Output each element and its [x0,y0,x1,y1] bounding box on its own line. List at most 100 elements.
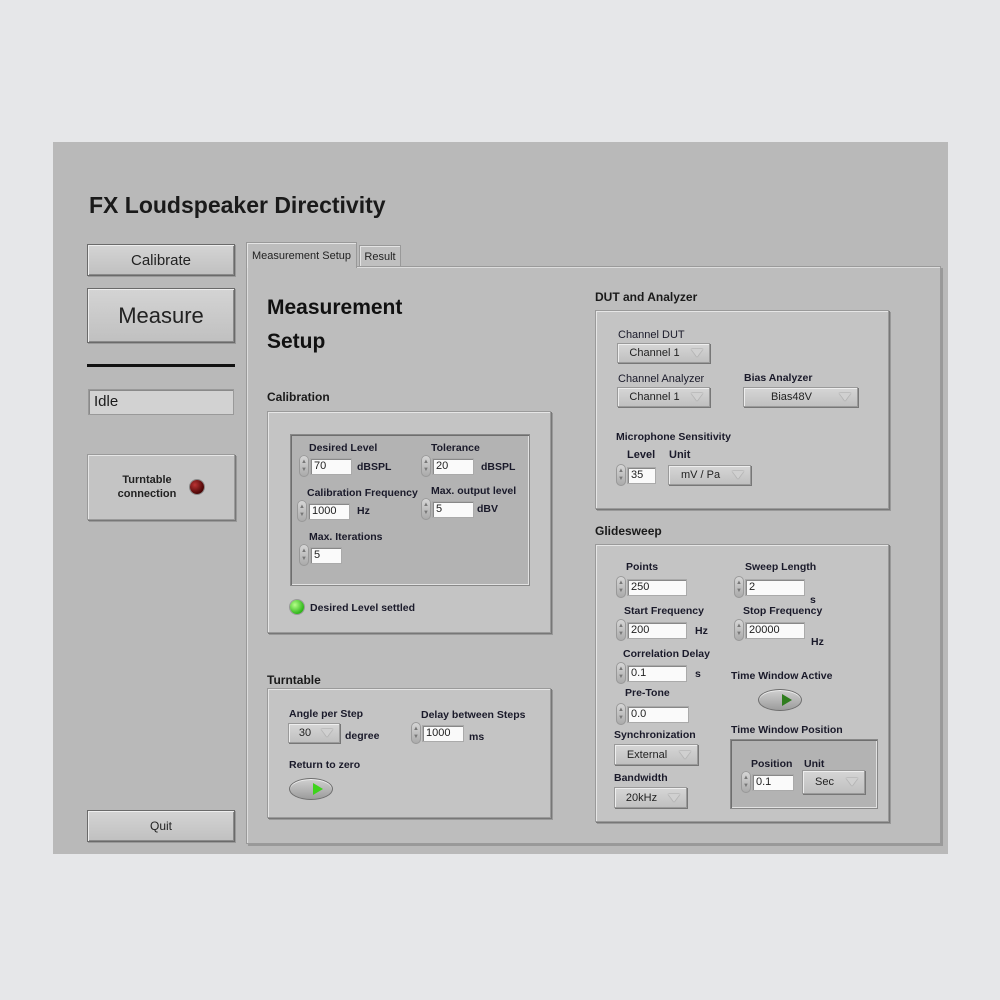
max-output-level-input[interactable] [432,500,474,518]
mic-level-stepper[interactable]: ▲▼ [616,464,656,486]
play-arrow-icon [313,783,323,795]
stepper-arrows-icon[interactable]: ▲▼ [421,498,431,520]
stepper-arrows-icon[interactable]: ▲▼ [741,771,751,793]
channel-dut-value: Channel 1 [629,347,680,359]
position-label: Position [751,758,793,770]
mic-level-input[interactable] [627,466,656,484]
dut-analyzer-section-title: DUT and Analyzer [595,290,698,304]
points-input[interactable] [627,578,687,596]
channel-analyzer-label: Channel Analyzer [618,373,705,385]
quit-label: Quit [149,819,172,833]
turntable-section-title: Turntable [267,673,321,687]
quit-button[interactable]: Quit [87,810,235,842]
points-label: Points [626,561,659,573]
bias-analyzer-dropdown[interactable]: Bias48V [743,387,858,407]
tab-measurement-setup[interactable]: Measurement Setup [246,242,357,268]
bandwidth-dropdown[interactable]: 20kHz [614,787,687,808]
bandwidth-label: Bandwidth [614,772,668,784]
stepper-arrows-icon[interactable]: ▲▼ [734,576,744,598]
chevron-down-icon [668,793,680,802]
measure-button[interactable]: Measure [87,288,235,343]
stop-frequency-input[interactable] [745,621,805,639]
synchronization-dropdown[interactable]: External [614,744,698,765]
position-unit-value: Sec [815,776,834,788]
stop-frequency-unit: Hz [811,636,824,648]
tab-result[interactable]: Result [359,245,401,267]
position-unit-dropdown[interactable]: Sec [802,770,865,794]
stepper-arrows-icon[interactable]: ▲▼ [734,619,744,641]
angle-per-step-value: 30 [298,727,312,739]
calibrate-button[interactable]: Calibrate [87,244,235,276]
sweep-length-unit: s [810,594,816,606]
play-arrow-icon [782,694,792,706]
desired-level-input[interactable] [310,457,352,475]
chevron-down-icon [691,349,703,357]
turntable-connection-led [190,480,205,494]
sweep-length-stepper[interactable]: ▲▼ [734,576,805,598]
position-stepper[interactable]: ▲▼ [741,771,794,793]
stepper-arrows-icon[interactable]: ▲▼ [616,703,626,725]
calibration-section-title: Calibration [267,390,330,404]
tolerance-stepper[interactable]: ▲▼ [421,455,474,477]
tolerance-input[interactable] [432,457,474,475]
calibration-frequency-unit: Hz [357,505,370,517]
synchronization-label: Synchronization [614,729,696,741]
channel-analyzer-value: Channel 1 [629,391,680,403]
time-window-active-toggle[interactable] [758,689,802,711]
position-input[interactable] [752,773,794,791]
correlation-delay-unit: s [695,668,701,680]
stepper-arrows-icon[interactable]: ▲▼ [616,464,626,486]
stepper-arrows-icon[interactable]: ▲▼ [421,455,431,477]
correlation-delay-input[interactable] [627,664,687,682]
points-stepper[interactable]: ▲▼ [616,576,687,598]
measure-label: Measure [118,302,204,328]
max-iterations-label: Max. Iterations [309,531,383,543]
channel-analyzer-dropdown[interactable]: Channel 1 [617,387,710,407]
stepper-arrows-icon[interactable]: ▲▼ [297,500,307,522]
tab-label: Measurement Setup [251,249,352,262]
desired-level-settled-label: Desired Level settled [310,602,416,614]
level-label: Level [627,449,656,461]
calibration-frequency-stepper[interactable]: ▲▼ [297,500,350,522]
time-window-active-label: Time Window Active [731,670,833,682]
max-output-level-unit: dBV [477,503,498,515]
max-iterations-input[interactable] [310,546,342,564]
time-window-position-box: Position Unit ▲▼ Sec [730,739,878,809]
angle-per-step-dropdown[interactable]: 30 [288,723,340,743]
stop-frequency-stepper[interactable]: ▲▼ [734,619,805,641]
mic-unit-value: mV / Pa [680,469,721,481]
desired-level-stepper[interactable]: ▲▼ [299,455,352,477]
turntable-panel: Angle per Step 30 degree Delay between S… [267,688,551,818]
delay-between-steps-input[interactable] [422,724,464,742]
pre-tone-label: Pre-Tone [625,687,670,699]
stepper-arrows-icon[interactable]: ▲▼ [411,722,421,744]
chevron-down-icon [679,750,691,759]
calibration-frequency-input[interactable] [308,502,350,520]
stepper-arrows-icon[interactable]: ▲▼ [299,544,309,566]
stepper-arrows-icon[interactable]: ▲▼ [299,455,309,477]
start-frequency-input[interactable] [627,621,687,639]
delay-between-steps-stepper[interactable]: ▲▼ [411,722,464,744]
channel-dut-label: Channel DUT [618,329,685,341]
stepper-arrows-icon[interactable]: ▲▼ [616,576,626,598]
glidesweep-panel: Points ▲▼ Sweep Length ▲▼ s Start Freque… [595,544,889,822]
return-to-zero-toggle[interactable] [289,778,333,800]
start-frequency-stepper[interactable]: ▲▼ [616,619,687,641]
glidesweep-section-title: Glidesweep [595,524,662,538]
turntable-label-line2: connection [117,488,177,500]
tab-label: Result [364,250,396,263]
pre-tone-stepper[interactable]: ▲▼ [616,703,689,725]
desired-level-label: Desired Level [309,442,378,454]
return-to-zero-label: Return to zero [289,759,361,771]
max-output-level-stepper[interactable]: ▲▼ [421,498,474,520]
mic-unit-dropdown[interactable]: mV / Pa [668,465,751,485]
sweep-length-input[interactable] [745,578,805,596]
max-iterations-stepper[interactable]: ▲▼ [299,544,342,566]
channel-dut-dropdown[interactable]: Channel 1 [617,343,710,363]
stepper-arrows-icon[interactable]: ▲▼ [616,619,626,641]
correlation-delay-stepper[interactable]: ▲▼ [616,662,687,684]
chevron-down-icon [691,393,703,401]
app-title: FX Loudspeaker Directivity [89,192,386,218]
stepper-arrows-icon[interactable]: ▲▼ [616,662,626,684]
pre-tone-input[interactable] [627,705,689,723]
